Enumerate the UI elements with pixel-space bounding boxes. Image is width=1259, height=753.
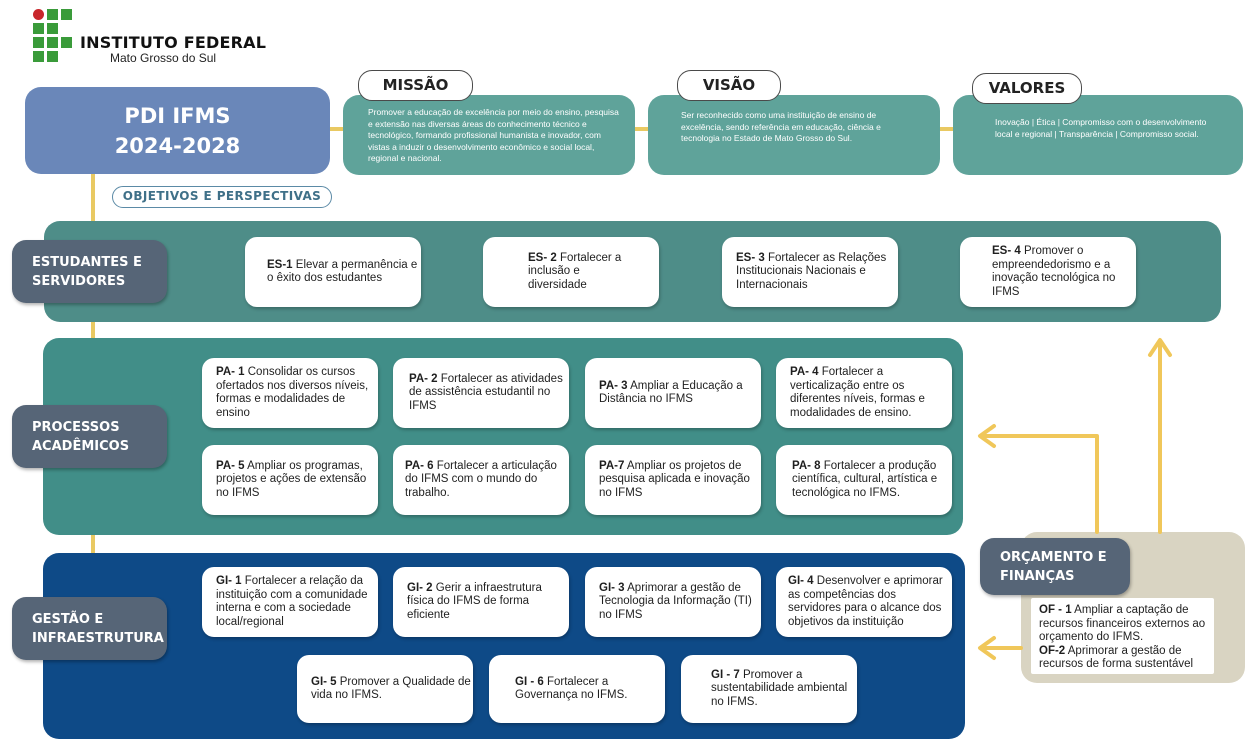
logo-title: INSTITUTO FEDERAL (80, 33, 267, 52)
card-gi-5: GI- 5 Promover a Qualidade de vida no IF… (297, 655, 473, 723)
of-item-2: OF-2 Aprimorar a gestão de recursos de f… (1039, 644, 1194, 671)
card-pa-2: PA- 2 Fortalecer as atividades de assist… (393, 358, 569, 428)
label-orcamento: ORÇAMENTO E FINANÇAS (980, 538, 1130, 595)
card-gi-6: GI - 6 Fortalecer a Governança no IFMS. (489, 655, 665, 723)
label-estudantes: ESTUDANTES E SERVIDORES (12, 240, 167, 303)
label-gestao: GESTÃO E INFRAESTRUTURA (12, 597, 167, 660)
card-es-1: ES-1 Elevar a permanência e o êxito dos … (245, 237, 421, 307)
card-es-4: ES- 4 Promover o empreendedorismo e a in… (960, 237, 1136, 307)
card-gi-4: GI- 4 Desenvolver e aprimorar as competê… (776, 567, 952, 637)
logo-subtitle: Mato Grosso do Sul (110, 51, 217, 65)
arrow-of-to-pa-head (978, 424, 996, 448)
card-pa-8: PA- 8 Fortalecer a produção científica, … (776, 445, 952, 515)
valores-text: Inovação | Ética | Compromisso com o des… (995, 117, 1207, 139)
card-gi-1: GI- 1 Fortalecer a relação da instituiçã… (202, 567, 378, 637)
visao-title: VISÃO (677, 70, 781, 101)
objetivos-label: OBJETIVOS E PERSPECTIVAS (112, 186, 332, 208)
missao-title: MISSÃO (358, 70, 473, 101)
card-es-3: ES- 3 Fortalecer as Relações Institucion… (722, 237, 898, 307)
card-gi-2: GI- 2 Gerir a infraestrutura física do I… (393, 567, 569, 637)
valores-title: VALORES (972, 73, 1082, 104)
label-processos: PROCESSOS ACADÊMICOS (12, 405, 167, 468)
card-gi-7: GI - 7 Promover a sustentabilidade ambie… (681, 655, 857, 723)
pdi-title-box: PDI IFMS 2024-2028 (25, 87, 330, 174)
card-pa-6: PA- 6 Fortalecer a articulação do IFMS c… (393, 445, 569, 515)
missao-text: Promover a educação de excelência por me… (368, 107, 619, 163)
missao-box: Promover a educação de excelência por me… (343, 95, 635, 175)
card-pa-5: PA- 5 Ampliar os programas, projetos e a… (202, 445, 378, 515)
card-pa-3: PA- 3 Ampliar a Educação a Distância no … (585, 358, 761, 428)
logo-red-dot (33, 9, 44, 20)
card-gi-3: GI- 3 Aprimorar a gestão de Tecnologia d… (585, 567, 761, 637)
pdi-line2: 2024-2028 (114, 134, 241, 158)
of-item-1: OF - 1 Ampliar a captação de recursos fi… (1039, 604, 1206, 643)
card-pa-7: PA-7 Ampliar os projetos de pesquisa apl… (585, 445, 761, 515)
valores-box: Inovação | Ética | Compromisso com o des… (953, 95, 1243, 175)
visao-box: Ser reconhecido como uma instituição de … (648, 95, 940, 175)
pdi-line1: PDI IFMS (124, 104, 231, 128)
arrow-of-to-gi-head (978, 636, 996, 660)
card-pa-1: PA- 1 Consolidar os cursos ofertados nos… (202, 358, 378, 428)
ifms-logo-icon (32, 8, 74, 62)
arrow-of-to-pa (982, 434, 1099, 534)
card-of: OF - 1 Ampliar a captação de recursos fi… (1031, 598, 1214, 674)
visao-text: Ser reconhecido como uma instituição de … (681, 110, 881, 143)
card-pa-4: PA- 4 Fortalecer a verticalização entre … (776, 358, 952, 428)
card-es-2: ES- 2 Fortalecer a inclusão e diversidad… (483, 237, 659, 307)
arrow-of-to-es-head (1148, 338, 1172, 357)
